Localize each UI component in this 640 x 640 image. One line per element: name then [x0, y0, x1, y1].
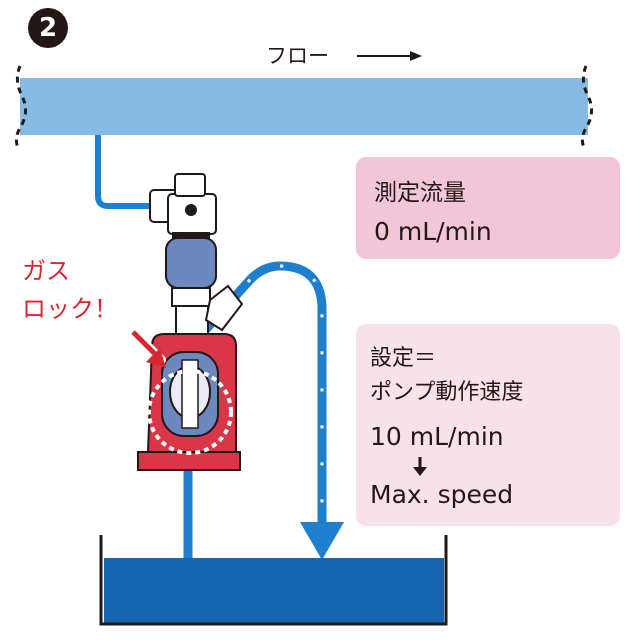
tank-wall: [99, 535, 448, 626]
flow-arrow: [357, 51, 422, 61]
setting-title: 設定＝: [370, 346, 437, 371]
pipe-break-right: [580, 65, 593, 149]
arrow-down-icon: [413, 457, 427, 476]
setting-value: 10 mL/min: [370, 422, 504, 451]
gas-lock-circle: [147, 369, 233, 455]
return-tube: [196, 261, 327, 525]
setting-subtitle: ポンプ動作速度: [370, 380, 524, 405]
setting-box: 設定＝ ポンプ動作速度 10 mL/min Max. speed: [356, 324, 620, 526]
tank-water: [104, 558, 444, 623]
setting-max-speed: Max. speed: [370, 480, 514, 509]
gas-lock-label: ガス ロック！: [22, 252, 118, 328]
main-pipe: [20, 78, 588, 135]
measured-flow-title: 測定流量: [374, 180, 466, 206]
return-arrow-head: [300, 522, 344, 560]
step-badge: 2: [28, 8, 68, 48]
gas-lock-line2: ロック！: [22, 295, 118, 323]
return-tube-dashes: [246, 264, 324, 525]
measured-flow-box: 測定流量 0 mL/min: [356, 157, 620, 259]
measured-flow-value: 0 mL/min: [374, 217, 492, 246]
pump: [137, 173, 244, 471]
flow-label: フロー: [266, 44, 329, 68]
gas-lock-line1: ガス: [22, 257, 70, 285]
discharge-tube: [95, 135, 150, 209]
pipe-break-left: [14, 65, 27, 149]
gas-lock-arrow: [128, 327, 166, 368]
